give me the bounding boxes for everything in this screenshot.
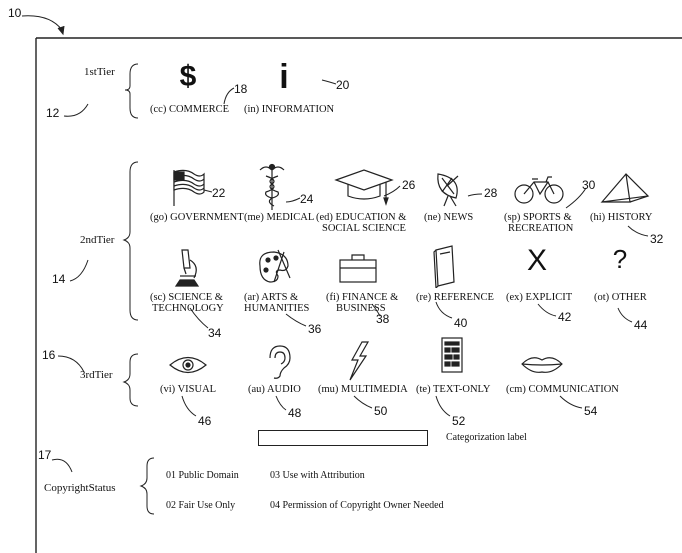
science-ref: 34 — [208, 326, 222, 340]
government-ref: 22 — [212, 186, 226, 200]
arts-ref: 36 — [308, 322, 322, 336]
eye-icon — [169, 356, 207, 374]
visual-label: (vi) VISUAL — [160, 384, 217, 395]
science-label: (sc) SCIENCE & — [150, 292, 223, 303]
text-only-label: (te) TEXT-ONLY — [416, 384, 491, 395]
info-icon: i — [279, 58, 289, 96]
medical-label: (me) MEDICAL — [244, 212, 315, 223]
lightning-icon — [349, 341, 370, 381]
education-label-line2: SOCIAL SCIENCE — [322, 223, 406, 234]
arts-label: (ar) ARTS & — [244, 292, 299, 303]
finance-ref: 38 — [376, 312, 390, 326]
text-document-icon — [441, 337, 463, 373]
copyright-ref: 17 — [38, 448, 52, 462]
news-ref: 28 — [484, 186, 498, 200]
third-tier-ref: 16 — [42, 348, 56, 362]
copyright-option-public-domain: 01 Public Domain — [166, 470, 239, 481]
text-only-ref: 52 — [452, 414, 466, 428]
history-ref: 32 — [650, 232, 664, 246]
categorization-label-text: Categorization label — [446, 432, 527, 443]
history-label: (hi) HISTORY — [590, 212, 653, 223]
first-tier-ref: 12 — [46, 106, 60, 120]
figure-reference-number: 10 — [8, 6, 22, 20]
communication-ref: 54 — [584, 404, 598, 418]
third-tier-label: 3rdTier — [80, 369, 113, 381]
education-label: (ed) EDUCATION & — [316, 212, 407, 223]
explicit-ref: 42 — [558, 310, 572, 324]
lips-icon — [521, 357, 563, 373]
copyright-status-label: CopyrightStatus — [44, 482, 116, 494]
microscope-icon — [174, 249, 200, 287]
satellite-dish-icon — [437, 173, 459, 207]
sports-label: (sp) SPORTS & — [504, 212, 572, 223]
reference-label: (re) REFERENCE — [416, 292, 494, 303]
pyramid-icon — [600, 173, 650, 203]
ear-icon — [269, 345, 291, 379]
categorization-label-box — [258, 430, 428, 446]
sports-ref: 30 — [582, 178, 596, 192]
palette-icon — [259, 249, 291, 283]
audio-ref: 48 — [288, 406, 302, 420]
reference-ref: 40 — [454, 316, 468, 330]
commerce-ref: 18 — [234, 82, 248, 96]
communication-label: (cm) COMMUNICATION — [506, 384, 619, 395]
visual-ref: 46 — [198, 414, 212, 428]
education-ref: 26 — [402, 178, 416, 192]
first-tier-label: 1stTier — [84, 66, 115, 78]
arts-label-line2: HUMANITIES — [244, 303, 310, 314]
question-icon: ? — [612, 244, 628, 274]
flag-icon — [173, 169, 205, 206]
copyright-option-use-with-attribution: 03 Use with Attribution — [270, 470, 365, 481]
graduation-cap-icon — [334, 169, 394, 206]
commerce-label: (cc) COMMERCE — [150, 104, 230, 115]
book-icon — [433, 245, 455, 288]
briefcase-icon — [339, 254, 377, 283]
information-label: (in) INFORMATION — [244, 104, 335, 115]
copyright-option-fair-use-only: 02 Fair Use Only — [166, 500, 236, 511]
sports-label-line2: RECREATION — [508, 223, 574, 234]
multimedia-label: (mu) MULTIMEDIA — [318, 384, 408, 395]
second-tier-label: 2ndTier — [80, 234, 115, 246]
audio-label: (au) AUDIO — [248, 384, 301, 395]
other-ref: 44 — [634, 318, 648, 332]
caduceus-icon — [259, 163, 285, 210]
second-tier-ref: 14 — [52, 272, 66, 286]
other-label: (ot) OTHER — [594, 292, 647, 303]
news-label: (ne) NEWS — [424, 212, 474, 223]
medical-ref: 24 — [300, 192, 314, 206]
copyright-option-permission-needed: 04 Permission of Copyright Owner Needed — [270, 500, 444, 511]
explicit-label: (ex) EXPLICIT — [506, 292, 573, 303]
finance-label-line2: BUSINESS — [336, 303, 386, 314]
x-icon: X — [526, 244, 547, 277]
dollar-icon: $ — [179, 60, 197, 93]
science-label-line2: TECHNOLOGY — [152, 303, 224, 314]
government-label: (go) GOVERNMENT — [150, 212, 244, 223]
information-ref: 20 — [336, 78, 350, 92]
bicycle-icon — [514, 176, 564, 204]
finance-label: (fi) FINANCE & — [326, 292, 399, 303]
multimedia-ref: 50 — [374, 404, 388, 418]
